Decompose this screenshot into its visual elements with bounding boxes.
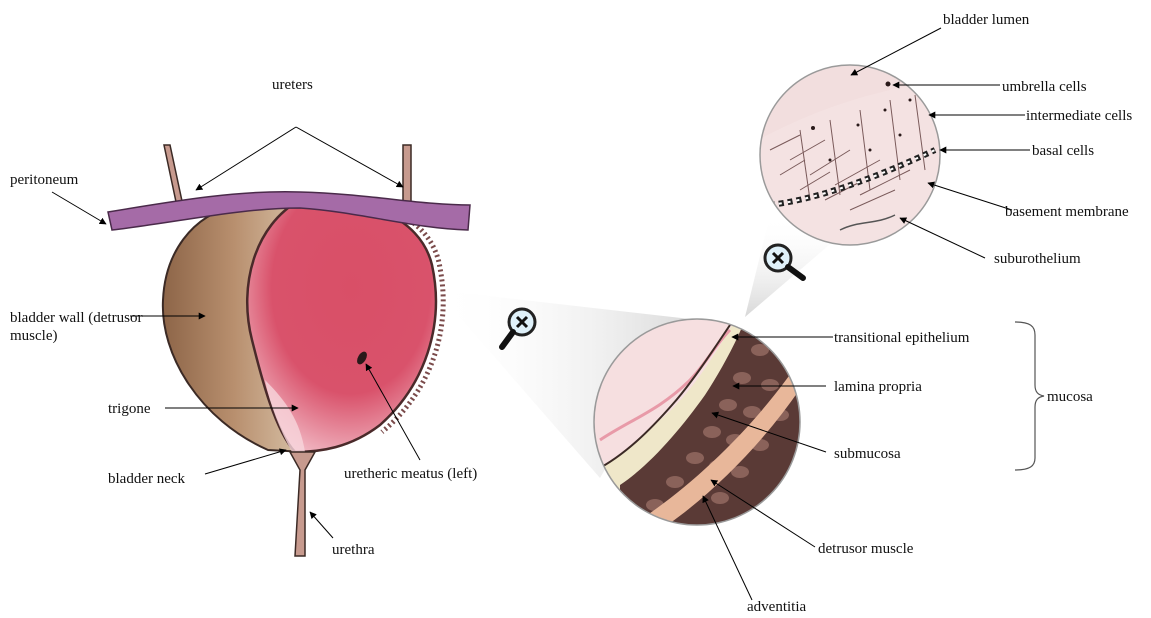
label-detrusor-muscle: detrusor muscle (818, 540, 913, 558)
label-bladder-neck: bladder neck (108, 470, 185, 488)
label-peritoneum: peritoneum (10, 171, 78, 189)
bladder (163, 197, 443, 556)
label-suburothelium: suburothelium (994, 250, 1081, 268)
urothelium-zoom-circle (758, 63, 945, 248)
label-bladder-lumen: bladder lumen (943, 11, 1029, 29)
label-bladder-wall: bladder wall (detrusor muscle) (10, 309, 145, 345)
label-basal-cells: basal cells (1032, 142, 1094, 160)
label-adventitia: adventitia (747, 598, 806, 616)
label-ureters: ureters (272, 76, 313, 94)
label-urethra: urethra (332, 541, 374, 559)
label-submucosa: submucosa (834, 445, 901, 463)
label-intermediate-cells: intermediate cells (1026, 107, 1132, 125)
label-trigone: trigone (108, 400, 151, 418)
label-umbrella-cells: umbrella cells (1002, 78, 1087, 96)
label-lamina-propria: lamina propria (834, 378, 922, 396)
mucosa-bracket (1015, 322, 1044, 470)
label-mucosa: mucosa (1047, 388, 1093, 406)
label-basement-membrane: basement membrane (1005, 203, 1129, 221)
label-uretheric-meatus: uretheric meatus (left) (344, 465, 477, 483)
label-transitional-epithelium: transitional epithelium (834, 329, 969, 347)
